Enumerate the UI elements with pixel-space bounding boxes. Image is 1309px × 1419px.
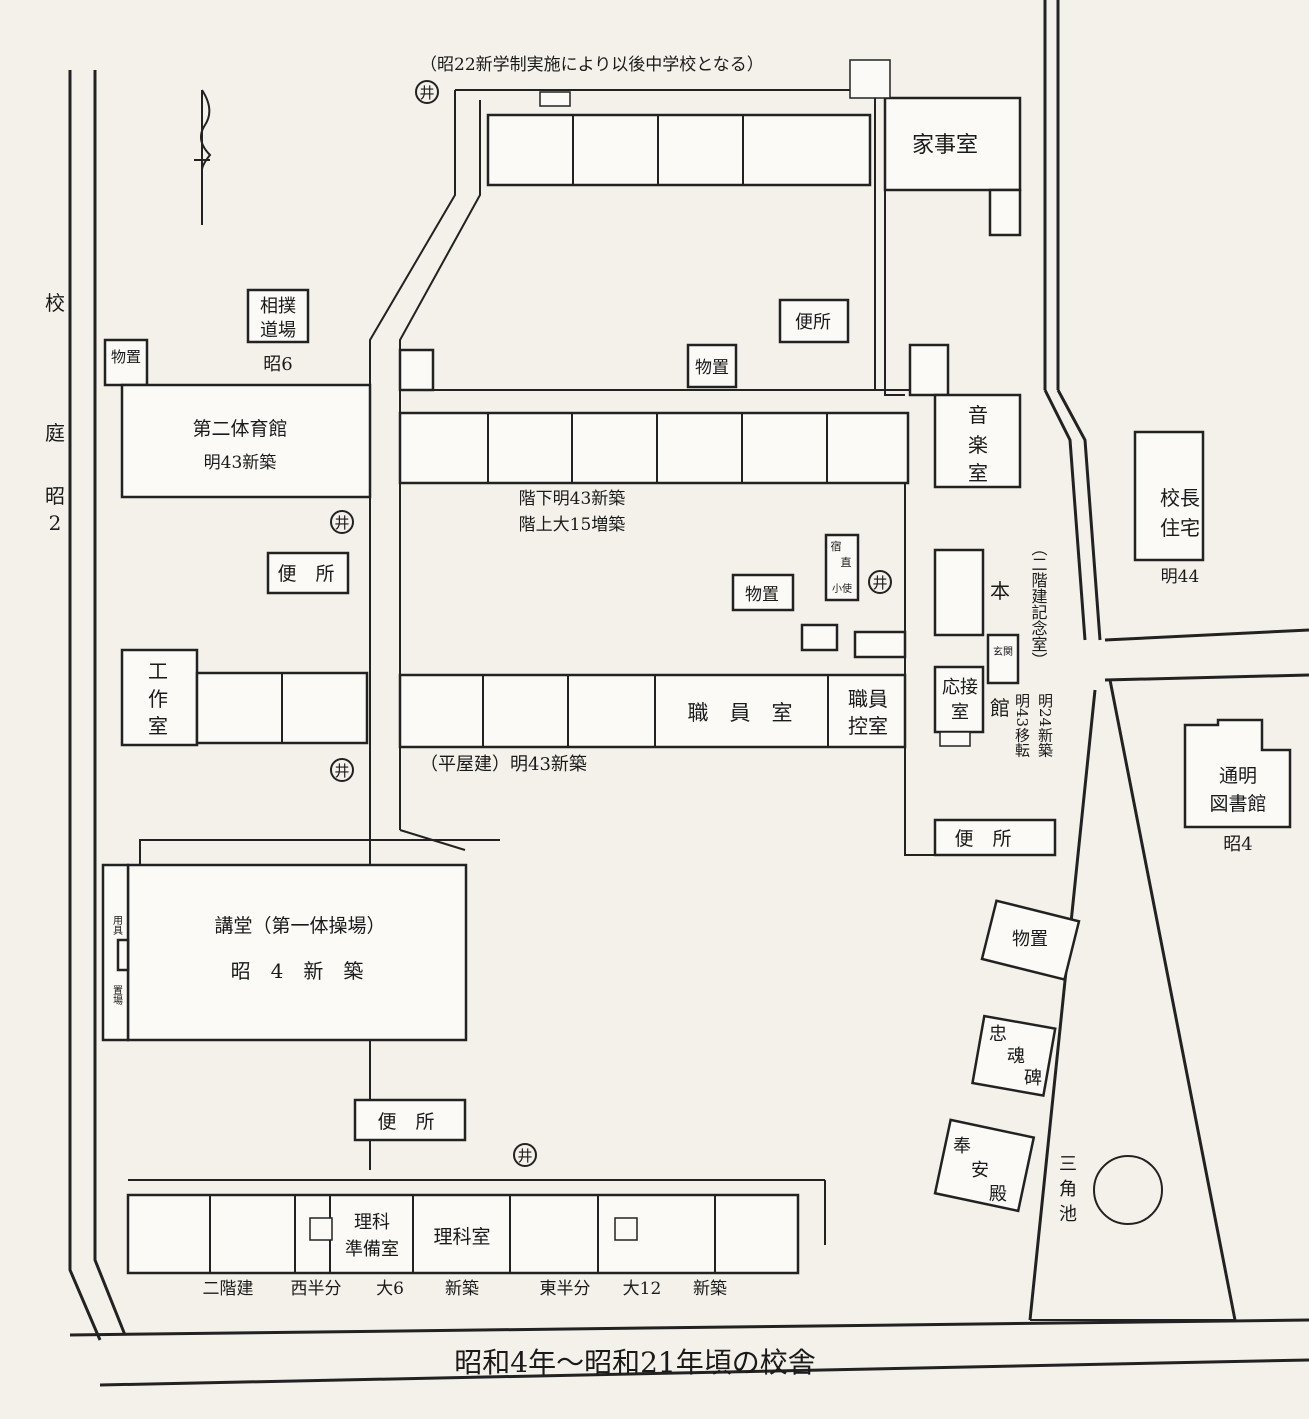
label-chukonhi-2: 魂 [1007,1046,1025,1067]
label-hoanden-3: 殿 [989,1184,1007,1205]
map-labels: （昭22新学制実施により以後中学校となる） 家事室 相撲 道場 昭6 便所 物置… [45,55,1267,1379]
svg-text:井: 井 [419,84,434,102]
label-kodo-year: 昭 4 新 築 [231,959,364,983]
buildings [101,59,1292,1275]
label-bottom-tai6: 大6 [376,1279,404,1299]
label-monooki-se: 物置 [1012,929,1048,950]
label-monooki-center: 物置 [745,585,779,605]
label-bottom-shinchiku2: 新築 [693,1279,727,1299]
label-sumo-2: 道場 [260,320,296,341]
label-ongaku-2: 楽 [968,433,988,457]
label-chukonhi-3: 碑 [1024,1068,1042,1089]
label-dai2-year: 明43新築 [204,453,277,473]
label-kozukai: 小使 [832,582,852,595]
label-rika-jumbi-2: 準備室 [345,1239,399,1260]
label-monooki-left: 物置 [111,348,141,366]
label-ousetsu-1: 応接 [942,677,978,698]
label-sumo-1: 相撲 [260,296,296,317]
label-kodo: 講堂（第一体操場） [214,915,385,937]
label-bottom-nishi: 西半分 [291,1279,342,1299]
label-shokuin-hikae-2: 控室 [848,714,888,738]
label-honkan-2: 館 [990,696,1010,720]
label-honkan-year-2: 明43移転 [1013,693,1031,757]
label-ongaku-1: 音 [968,403,988,427]
label-yogu-1: 用具 [111,915,123,936]
label-genkan: 玄関 [993,645,1013,658]
well-icon: 井 井 井 井 井 [330,80,892,1167]
north-arrow-icon [194,89,212,225]
label-hoanden-1: 奉 [953,1136,971,1157]
label-kotei-1: 校 [45,291,65,315]
svg-text:井: 井 [517,1147,532,1165]
label-monooki-mid: 物置 [695,358,729,378]
svg-text:井: 井 [334,762,349,780]
label-kocho-1: 校長 [1160,486,1200,510]
label-tsumei-1: 通明 [1219,765,1257,787]
label-kosaku-1: 工 [148,659,168,683]
label-bottom-nikaidate: 二階建 [203,1279,254,1299]
label-bottom-shinchiku1: 新築 [445,1279,479,1299]
label-sankakuike-2: 角 [1059,1179,1077,1200]
label-honkan-year-1: 明24新築 [1036,693,1054,757]
label-kocho-year: 明44 [1161,567,1200,587]
label-hoanden-2: 安 [971,1160,989,1181]
label-dai2: 第二体育館 [192,418,287,440]
label-nikai-kinen: （二階建記念室） [1029,540,1048,668]
map-caption: 昭和4年〜昭和21年頃の校舎 [454,1346,815,1379]
label-ousetsu-2: 室 [951,702,969,723]
label-tsumei-year: 昭4 [1223,834,1252,855]
label-shokuin-hikae-1: 職員 [848,687,888,711]
label-kotei-4: 2 [49,511,62,535]
label-bottom-higashi: 東半分 [540,1279,591,1299]
label-heisei-note: （平屋建）明43新築 [420,754,587,775]
label-shukuchoku-1: 宿 [831,539,842,553]
label-kaiue: 階上大15増築 [519,515,626,535]
label-benjo-left: 便 所 [277,563,334,585]
label-chukonhi-1: 忠 [989,1024,1007,1045]
label-tsumei-2: 図書館 [1209,793,1266,815]
label-kaishita: 階下明43新築 [519,489,626,509]
label-sankakuike-3: 池 [1059,1204,1077,1225]
label-honkan-1: 本 [990,579,1010,603]
label-sankakuike-1: 三 [1059,1154,1077,1175]
svg-text:井: 井 [334,514,349,532]
label-rika-jumbi-1: 理科 [354,1212,390,1233]
label-shokuin: 職 員 室 [688,701,793,725]
label-benjo-bottom: 便 所 [377,1111,434,1133]
label-ongaku-3: 室 [968,461,988,485]
label-kaji: 家事室 [912,133,978,158]
label-shukuchoku-2: 直 [841,555,852,569]
label-rika: 理科室 [433,1226,490,1248]
label-kosaku-2: 作 [148,687,168,711]
label-kotei-3: 昭 [45,484,65,508]
road-lines [68,0,1309,1387]
label-kosaku-3: 室 [148,714,168,738]
label-benjo-top: 便所 [795,312,831,333]
label-yogu-2: 置場 [111,985,123,1006]
svg-text:井: 井 [872,574,887,592]
label-benjo-right: 便 所 [954,828,1011,850]
label-kocho-2: 住宅 [1160,516,1200,540]
label-top-note: （昭22新学制実施により以後中学校となる） [420,55,764,75]
pond-icon [1093,1155,1163,1225]
label-kotei-2: 庭 [45,421,65,445]
label-bottom-tai12: 大12 [623,1279,662,1299]
label-sumo-year: 昭6 [263,354,292,375]
